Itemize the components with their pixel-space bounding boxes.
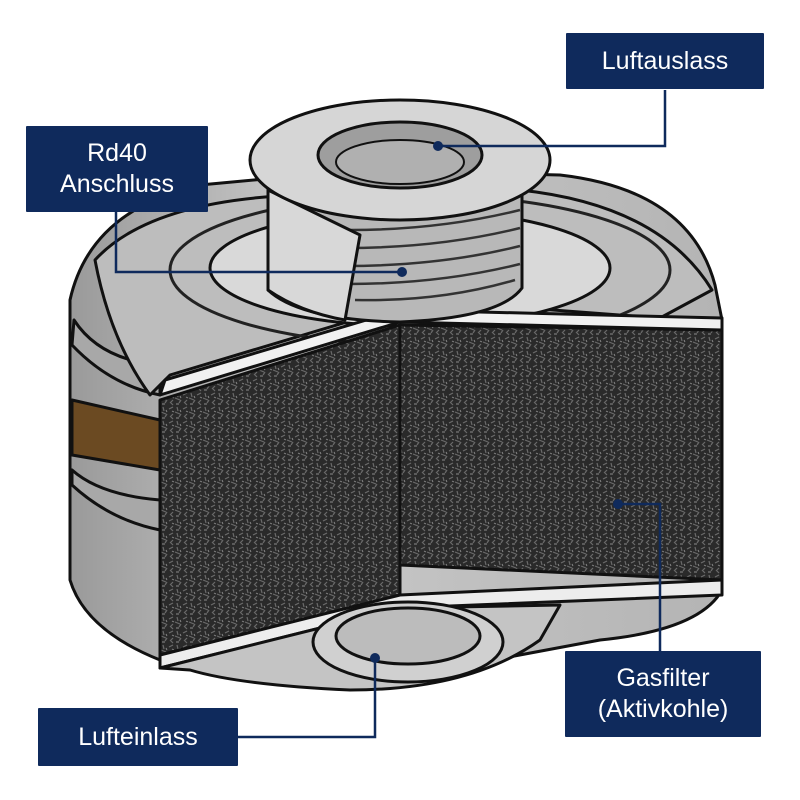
label-inlet-text: Lufteinlass bbox=[78, 722, 198, 751]
label-outlet: Luftauslass bbox=[566, 33, 764, 89]
dot-connector bbox=[397, 267, 407, 277]
label-connector: Rd40 Anschluss bbox=[26, 126, 208, 212]
dot-filter bbox=[613, 499, 623, 509]
label-outlet-text: Luftauslass bbox=[601, 46, 729, 75]
leader-inlet bbox=[238, 658, 377, 739]
dot-outlet bbox=[433, 141, 443, 151]
label-connector-line1: Rd40 bbox=[87, 139, 147, 167]
label-connector-line2: Anschluss bbox=[60, 170, 174, 198]
label-filter-line2: (Aktivkohle) bbox=[597, 695, 729, 723]
leader-outlet bbox=[438, 90, 667, 148]
carbon-right-face bbox=[398, 323, 724, 582]
dot-inlet bbox=[370, 653, 380, 663]
leader-filter bbox=[618, 502, 662, 652]
leader-connector bbox=[114, 212, 402, 274]
outlet-hole-inner bbox=[335, 139, 465, 185]
leader-lines bbox=[114, 90, 667, 739]
label-filter: Gasfilter (Aktivkohle) bbox=[565, 651, 761, 737]
inlet-opening bbox=[334, 606, 482, 666]
label-filter-line1: Gasfilter bbox=[616, 664, 710, 692]
label-inlet: Lufteinlass bbox=[38, 708, 238, 766]
thread-cut bbox=[266, 188, 362, 322]
thread-lines bbox=[344, 208, 521, 302]
leader-dots bbox=[370, 141, 623, 663]
